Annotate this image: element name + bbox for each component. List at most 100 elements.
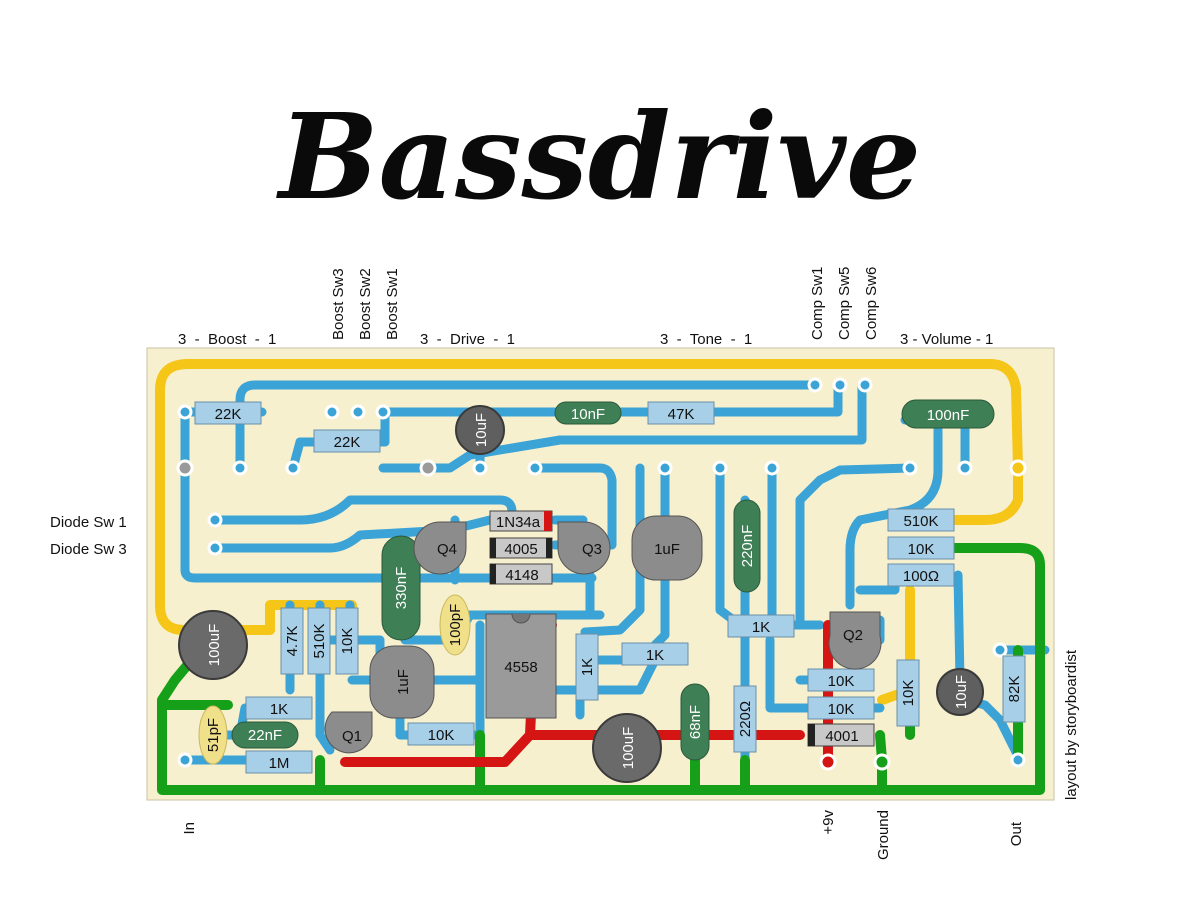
capacitor-10uf-top: 10uF (455, 405, 505, 455)
diode-1n34a: 1N34a (489, 510, 553, 532)
svg-text:1K: 1K (646, 647, 664, 664)
svg-text:4001: 4001 (825, 728, 858, 745)
resistor-4-7k: 4.7K (280, 607, 304, 675)
transistor-q2: Q2 (828, 611, 882, 670)
boost-pot-label: 3 - Boost - 1 (178, 331, 276, 348)
tone-pot-label: 3 - Tone - 1 (660, 331, 752, 348)
in-label: In (181, 822, 198, 835)
pad-yellow (1009, 459, 1027, 477)
svg-text:10K: 10K (828, 701, 855, 718)
pad-ground (873, 753, 891, 771)
capacitor-1uf-low: 1uF (369, 645, 435, 719)
svg-text:Q1: Q1 (342, 728, 362, 745)
svg-text:10K: 10K (428, 727, 455, 744)
capacitor-10nf: 10nF (554, 401, 622, 425)
capacitor-51pf: 51pF (198, 705, 228, 765)
svg-text:22K: 22K (215, 406, 242, 423)
resistor-10k-comp2: 10K (807, 696, 875, 720)
svg-text:51pF: 51pF (205, 718, 222, 752)
capacitor-100pf: 100pF (439, 594, 471, 656)
svg-text:Q3: Q3 (582, 541, 602, 558)
svg-text:4.7K: 4.7K (284, 626, 301, 657)
transistor-q4: Q4 (413, 521, 467, 575)
resistor-100ohm: 100Ω (887, 563, 955, 587)
ground-label: Ground (875, 810, 892, 860)
resistor-22k-a: 22K (194, 401, 262, 425)
resistor-1k-low: 1K (245, 696, 313, 720)
capacitor-68nf: 68nF (680, 683, 710, 761)
svg-text:1N34a: 1N34a (496, 514, 541, 531)
svg-text:82K: 82K (1006, 676, 1023, 703)
resistor-220ohm: 220Ω (733, 685, 757, 753)
resistor-10k-left: 10K (335, 607, 359, 675)
comp-sw1-label: Comp Sw1 (809, 267, 826, 340)
boost-sw3-label: Boost Sw3 (330, 268, 347, 340)
transistor-q3: Q3 (557, 521, 611, 575)
comp-sw5-label: Comp Sw5 (836, 267, 853, 340)
capacitor-10uf-right: 10uF (936, 668, 984, 716)
svg-text:220Ω: 220Ω (737, 701, 754, 737)
pad-grey-mid (419, 459, 437, 477)
svg-text:10nF: 10nF (571, 406, 605, 423)
svg-text:1uF: 1uF (654, 541, 680, 558)
pad-9v (819, 753, 837, 771)
svg-text:510K: 510K (903, 513, 938, 530)
drive-pot-label: 3 - Drive - 1 (420, 331, 515, 348)
diode-4148: 4148 (489, 563, 553, 585)
svg-text:10uF: 10uF (473, 413, 490, 447)
diode-4001: 4001 (807, 723, 875, 747)
capacitor-100uf-left: 100uF (178, 610, 248, 680)
comp-sw6-label: Comp Sw6 (863, 267, 880, 340)
resistor-10k-low: 10K (407, 722, 475, 746)
capacitor-22nf: 22nF (231, 721, 299, 749)
resistor-510k-right: 510K (887, 508, 955, 532)
capacitor-330nf: 330nF (381, 535, 421, 641)
svg-text:100Ω: 100Ω (903, 568, 939, 585)
ic-4558: 4558 (485, 613, 557, 719)
svg-text:10K: 10K (900, 680, 917, 707)
v9-label: +9v (820, 810, 837, 835)
svg-text:4005: 4005 (504, 541, 537, 558)
capacitor-1uf-mid: 1uF (631, 515, 703, 581)
diagram-title: Bassdrive (276, 87, 921, 226)
credit-label: layout by storyboardist (1063, 649, 1080, 800)
svg-text:510K: 510K (311, 623, 328, 658)
svg-text:100uF: 100uF (206, 624, 223, 667)
svg-text:22K: 22K (334, 434, 361, 451)
capacitor-220nf: 220nF (733, 499, 761, 593)
capacitor-100nf: 100nF (901, 399, 995, 429)
resistor-510k-left: 510K (307, 607, 331, 675)
svg-text:220nF: 220nF (739, 525, 756, 568)
svg-text:10K: 10K (828, 673, 855, 690)
svg-text:1K: 1K (579, 658, 596, 676)
svg-text:10K: 10K (339, 628, 356, 655)
svg-text:100pF: 100pF (447, 604, 464, 647)
diode-sw3-label: Diode Sw 3 (50, 541, 127, 558)
svg-text:Q2: Q2 (843, 627, 863, 644)
resistor-10k-comp1: 10K (807, 668, 875, 692)
resistor-1k-vertical: 1K (575, 633, 599, 701)
svg-text:330nF: 330nF (393, 567, 410, 610)
pads (177, 377, 1026, 768)
svg-text:4148: 4148 (505, 567, 538, 584)
svg-text:68nF: 68nF (687, 705, 704, 739)
resistor-1m: 1M (245, 750, 313, 774)
svg-text:1uF: 1uF (395, 669, 412, 695)
resistor-1k-horizontal: 1K (621, 642, 689, 666)
transistor-q1: Q1 (324, 711, 373, 754)
svg-text:100uF: 100uF (620, 727, 637, 770)
svg-text:47K: 47K (668, 406, 695, 423)
resistor-82k: 82K (1002, 655, 1026, 723)
resistor-47k: 47K (647, 401, 715, 425)
diode-sw1-label: Diode Sw 1 (50, 514, 127, 531)
svg-text:Q4: Q4 (437, 541, 457, 558)
svg-text:22nF: 22nF (248, 727, 282, 744)
svg-text:10uF: 10uF (953, 675, 970, 709)
svg-text:1M: 1M (269, 755, 290, 772)
svg-text:1K: 1K (752, 619, 770, 636)
pad-grey-left (176, 459, 194, 477)
svg-text:1K: 1K (270, 701, 288, 718)
svg-text:4558: 4558 (504, 659, 537, 676)
capacitor-100uf-bottom: 100uF (592, 713, 662, 783)
